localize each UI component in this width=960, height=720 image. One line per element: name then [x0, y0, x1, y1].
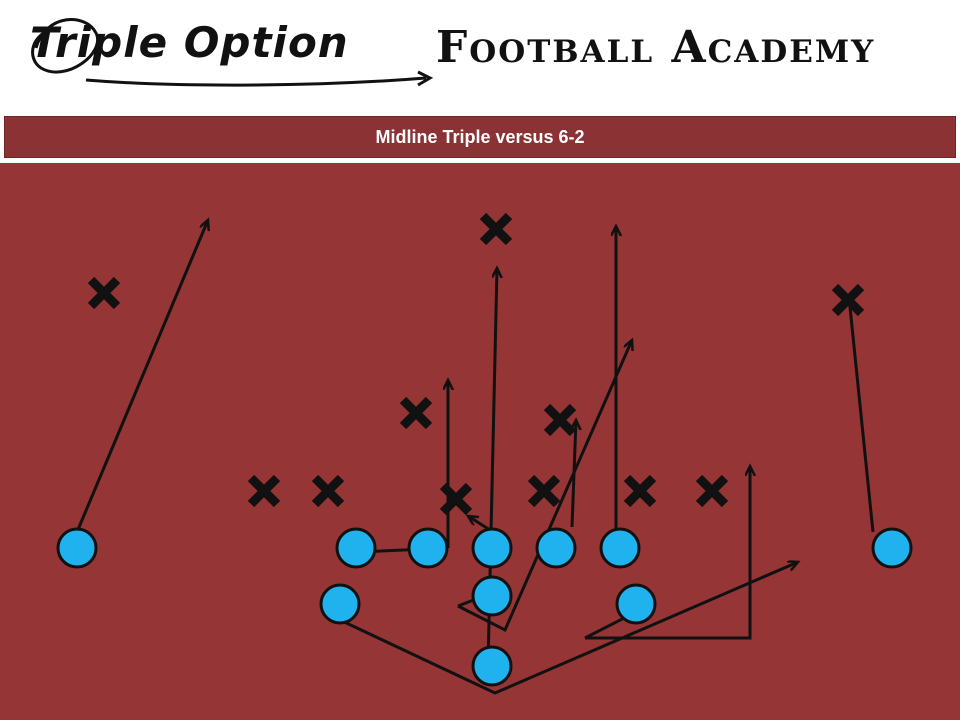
route-qb-mesh [457, 340, 632, 633]
play-title: Midline Triple versus 6-2 [375, 126, 585, 147]
defense-group [87, 212, 865, 516]
defender-x [87, 276, 121, 310]
defender-x [527, 474, 561, 508]
route-center [468, 516, 491, 532]
defender-x [695, 474, 729, 508]
offense-lg [407, 527, 449, 569]
offense-wing-left [319, 583, 361, 625]
defender-x [831, 283, 865, 317]
route-wing-arc [339, 562, 798, 695]
offense-qb [471, 575, 513, 617]
route-te-right [585, 466, 750, 640]
play-field [0, 163, 960, 720]
offense-fb [471, 645, 513, 687]
defender-x [479, 212, 513, 246]
defender-x [623, 474, 657, 508]
offense-wr-right [871, 527, 913, 569]
defender-x [247, 474, 281, 508]
title-bar: Midline Triple versus 6-2 [4, 116, 956, 158]
logo-swoosh [31, 18, 434, 87]
defender-x [543, 403, 577, 437]
route-wr-left [75, 220, 208, 533]
defender-x [399, 396, 433, 430]
logo-football-academy: Football Academy [436, 22, 876, 73]
offense-wing-right [615, 583, 657, 625]
offense-group [56, 527, 913, 687]
offense-rt [599, 527, 641, 569]
defender-x [439, 482, 473, 516]
offense-lt [335, 527, 377, 569]
offense-wr-left [56, 527, 98, 569]
defender-x [311, 474, 345, 508]
offense-rg [535, 527, 577, 569]
logo-triple-option: Triple Option [30, 18, 349, 67]
offense-center [471, 527, 513, 569]
header: Triple Option Football Academy [0, 0, 960, 110]
route-wr-right [848, 306, 875, 533]
